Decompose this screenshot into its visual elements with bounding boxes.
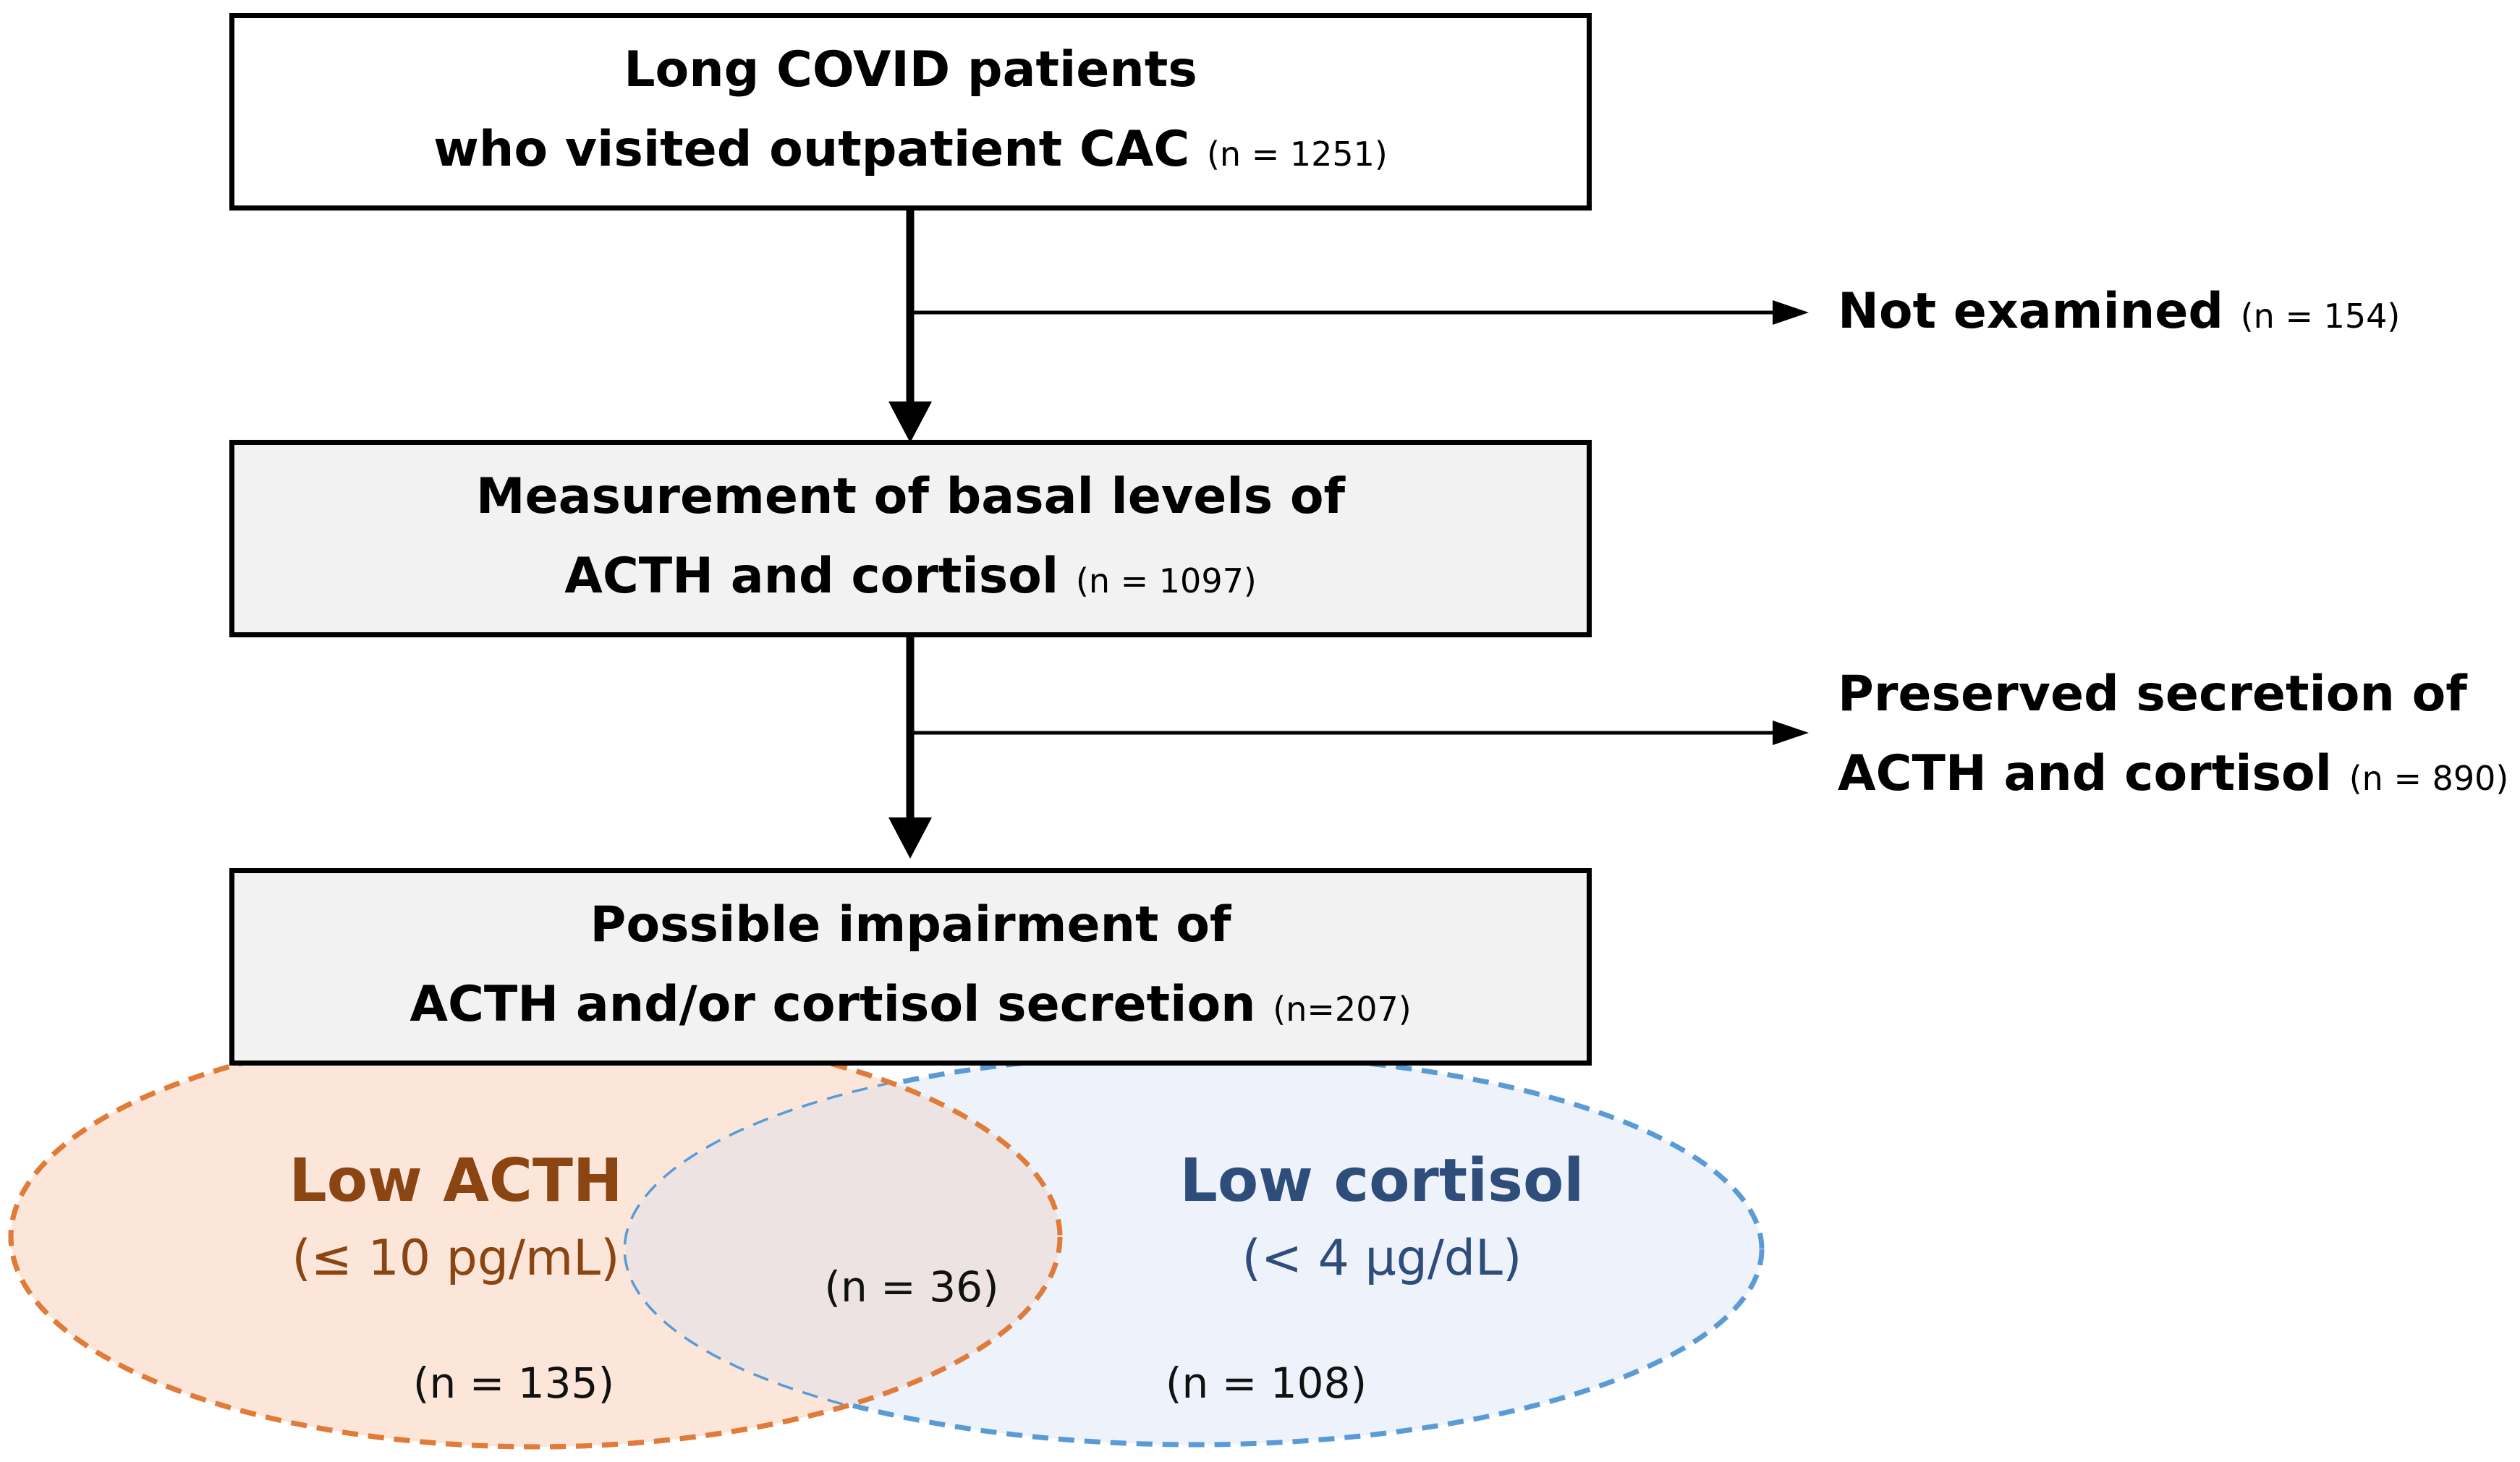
overlap-region xyxy=(626,1054,1060,1445)
exclusion-preserved-secretion: Preserved secretion of ACTH and cortisol… xyxy=(1838,655,2508,818)
box-2-count: (n = 1097) xyxy=(1075,561,1257,600)
exclusion-2-line-1: Preserved secretion of xyxy=(1838,666,2467,723)
box-1-count: (n = 1251) xyxy=(1206,134,1388,174)
low-cortisol-count: (n = 108) xyxy=(1165,1359,1367,1408)
low-acth-count: (n = 135) xyxy=(412,1359,615,1408)
box-2-line-2-wrap: ACTH and cortisol (n = 1097) xyxy=(564,537,1257,621)
box-possible-impairment: Possible impairment of ACTH and/or corti… xyxy=(229,868,1592,1066)
exclusion-2-line-2-wrap: ACTH and cortisol (n = 890) xyxy=(1838,734,2508,818)
low-cortisol-range: (< 4 μg/dL) xyxy=(1242,1230,1522,1287)
box-3-line-2: ACTH and/or cortisol secretion xyxy=(410,975,1256,1033)
exclusion-1-label: Not examined xyxy=(1838,283,2224,340)
box-2-line-1: Measurement of basal levels of xyxy=(475,467,1346,525)
arrow-head-2 xyxy=(888,817,932,859)
box-long-covid-patients: Long COVID patients who visited outpatie… xyxy=(229,13,1592,211)
box-3-count: (n=207) xyxy=(1273,989,1412,1029)
box-1-line-1: Long COVID patients xyxy=(624,41,1197,98)
exclusion-1-count: (n = 154) xyxy=(2240,297,2401,336)
box-1-line-2-wrap: who visited outpatient CAC (n = 1251) xyxy=(433,110,1388,194)
arrow-head-1 xyxy=(888,401,932,443)
exclusion-not-examined: Not examined (n = 154) xyxy=(1838,272,2400,356)
branch-arrow-head-2 xyxy=(1773,721,1809,745)
branch-arrow-head-1 xyxy=(1773,300,1809,325)
box-3-line-1: Possible impairment of xyxy=(590,896,1231,953)
low-acth-title: Low ACTH xyxy=(289,1147,623,1215)
box-1-line-2: who visited outpatient CAC xyxy=(433,120,1190,178)
overlap-count: (n = 36) xyxy=(824,1262,999,1312)
exclusion-2-line-2: ACTH and cortisol xyxy=(1838,745,2333,802)
exclusion-2-count: (n = 890) xyxy=(2349,759,2509,798)
box-2-line-2: ACTH and cortisol xyxy=(564,547,1059,605)
box-measurement: Measurement of basal levels of ACTH and … xyxy=(229,440,1592,637)
box-3-line-2-wrap: ACTH and/or cortisol secretion (n=207) xyxy=(410,965,1411,1049)
low-acth-range: (≤ 10 pg/mL) xyxy=(292,1230,620,1287)
low-cortisol-title: Low cortisol xyxy=(1179,1147,1584,1215)
